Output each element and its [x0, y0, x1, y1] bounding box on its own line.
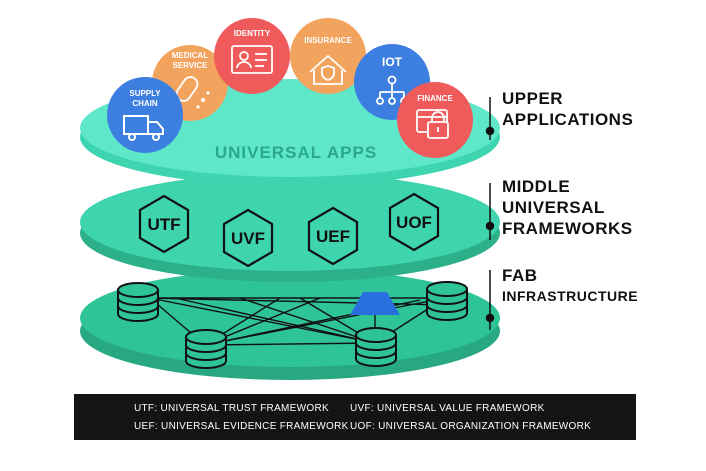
database-icon — [185, 329, 227, 369]
middle-layer-label: MIDDLE UNIVERSAL FRAMEWORKS — [502, 176, 633, 239]
middle-disc — [80, 173, 500, 282]
fab-layer-label: FAB INFRASTRUCTURE — [502, 265, 638, 307]
app-label: IDENTITY — [234, 29, 271, 38]
app-label: CHAIN — [132, 99, 158, 108]
label-line: APPLICATIONS — [502, 110, 634, 129]
app-label: INSURANCE — [304, 36, 352, 45]
legend-uvf: UVF: UNIVERSAL VALUE FRAMEWORK — [350, 403, 545, 414]
database-icon — [355, 327, 397, 367]
house-shield-icon — [309, 54, 347, 85]
app-label: SERVICE — [173, 61, 209, 70]
truck-icon — [123, 115, 164, 141]
label-line: UNIVERSAL — [502, 198, 605, 217]
framework-label: UOF — [396, 213, 432, 232]
label-line: MIDDLE — [502, 177, 571, 196]
universal-apps-label: UNIVERSAL APPS — [215, 143, 377, 162]
framework-hexagon-uof: UOF — [388, 192, 440, 252]
framework-hexagon-uvf: UVF — [222, 208, 274, 268]
app-circle-supply-chain: SUPPLY CHAIN — [107, 77, 183, 153]
framework-label: UTF — [147, 215, 180, 234]
id-card-icon — [231, 45, 273, 74]
legend-uof: UOF: UNIVERSAL ORGANIZATION FRAMEWORK — [350, 421, 592, 432]
app-circle-finance: FINANCE — [397, 82, 473, 158]
label-line: FAB — [502, 266, 538, 285]
database-icon — [117, 282, 159, 322]
label-line: FRAMEWORKS — [502, 219, 633, 238]
app-label: MEDICAL — [172, 51, 209, 60]
network-node-icon — [350, 292, 400, 315]
app-circle-insurance: INSURANCE — [290, 18, 366, 94]
money-lock-icon — [416, 109, 449, 139]
legend-utf: UTF: UNIVERSAL TRUST FRAMEWORK — [134, 403, 329, 414]
app-label: FINANCE — [417, 94, 453, 103]
legend-uef: UEF: UNIVERSAL EVIDENCE FRAMEWORK — [134, 421, 349, 432]
label-line: INFRASTRUCTURE — [502, 288, 639, 304]
database-icon — [426, 281, 468, 321]
legend-bar: UTF: UNIVERSAL TRUST FRAMEWORK UVF: UNIV… — [74, 394, 636, 440]
app-circle-identity: IDENTITY — [214, 18, 290, 94]
upper-layer-label: UPPER APPLICATIONS — [502, 88, 633, 130]
app-label: IOT — [382, 55, 403, 69]
framework-hexagon-uef: UEF — [307, 206, 359, 266]
framework-hexagon-utf: UTF — [138, 194, 190, 254]
framework-label: UEF — [316, 227, 350, 246]
label-line: UPPER — [502, 89, 564, 108]
label-connector — [485, 97, 495, 330]
app-label: SUPPLY — [129, 89, 161, 98]
framework-label: UVF — [231, 229, 265, 248]
